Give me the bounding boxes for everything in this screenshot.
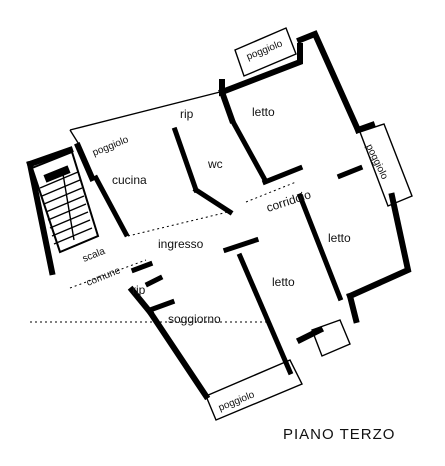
balcony-label-left: poggiolo bbox=[91, 134, 131, 159]
room-label-letto-center: letto bbox=[272, 275, 295, 289]
room-label-cucina: cucina bbox=[112, 173, 147, 187]
interior-walls bbox=[92, 116, 364, 376]
exterior-walls bbox=[26, 30, 412, 401]
room-label-soggiorno: soggiorno bbox=[168, 312, 221, 326]
balcony-outlines bbox=[69, 27, 413, 421]
room-label-ingresso: ingresso bbox=[158, 237, 204, 251]
stair-label-line1: scala bbox=[81, 246, 107, 265]
staircase bbox=[30, 150, 100, 254]
room-label-letto-right: letto bbox=[328, 231, 351, 245]
balcony-label-top: poggiolo bbox=[245, 38, 285, 63]
balcony-label-bottom: poggiolo bbox=[217, 389, 257, 414]
floor-title: PIANO TERZO bbox=[283, 426, 396, 443]
room-label-rip-top: rip bbox=[180, 107, 194, 121]
room-label-wc: wc bbox=[207, 157, 223, 171]
room-label-letto-top: letto bbox=[252, 105, 275, 119]
door-markers bbox=[30, 181, 297, 323]
stair-label-line2: comune bbox=[85, 265, 123, 289]
room-label-rip-bottom: rip bbox=[132, 283, 146, 297]
